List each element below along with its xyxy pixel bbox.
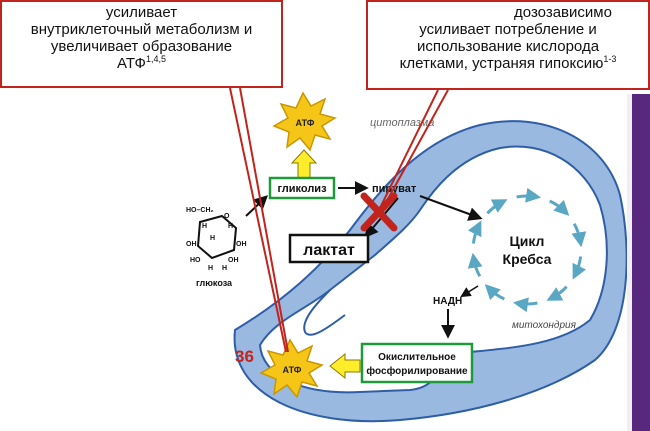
glucose-h3: H — [210, 235, 215, 242]
atp-label-bottom: АТФ — [283, 365, 302, 375]
callout-left-atp: АТФ — [117, 55, 146, 72]
callout-pointers — [229, 87, 449, 353]
glucose-oh1: OH — [186, 241, 197, 248]
callout-right: дозозависимо усиливает потребление и исп… — [366, 0, 650, 90]
glucose-ho: HO — [190, 257, 201, 264]
callout-right-line-1: дозозависимо — [514, 4, 612, 21]
cytoplasm-label: цитоплазма — [370, 117, 434, 129]
glucose-h4: H — [208, 265, 213, 272]
callout-right-line-2: усиливает потребление и — [419, 21, 597, 38]
glucose-ring — [196, 214, 238, 260]
glucose-h5: H — [222, 265, 227, 272]
glucose-molecule: HO–CH₂ O H H OH OH H HO OH H H — [186, 207, 247, 272]
right-callout-pointer-b — [382, 89, 449, 209]
krebs-arrow-segment — [467, 252, 483, 278]
krebs-arrow-segment — [571, 222, 587, 248]
callout-right-line-3: использование кислорода — [416, 38, 600, 55]
callout-left-line-1: усиливает — [105, 4, 178, 21]
glucose-oh2: OH — [236, 241, 247, 248]
glucose-ho-ch2: HO–CH₂ — [186, 207, 214, 214]
lactate-box — [288, 233, 370, 264]
decorative-light-strip — [627, 94, 632, 431]
decorative-purple-panel — [627, 94, 650, 431]
glucose-label: глюкоза — [196, 278, 233, 288]
krebs-arrow-segment — [549, 199, 570, 216]
atp-label-top: АТФ — [296, 118, 315, 128]
lactate-label: лактат — [303, 242, 355, 259]
callout-left-line-4: АТФ1,4,5 — [2, 54, 281, 73]
mitochondria-label: митохондрия — [512, 320, 577, 331]
oxphos-label-line1: Окислительное — [378, 352, 456, 363]
left-callout-pointer-a — [229, 87, 287, 353]
krebs-arrow-segment — [486, 199, 508, 215]
oxphos-box — [360, 342, 474, 384]
glucose-o: O — [224, 213, 230, 220]
red-cross — [360, 192, 398, 232]
krebs-to-nadh-arrow — [460, 285, 479, 298]
glucose-oh3: OH — [228, 257, 239, 264]
krebs-arrow-segment — [516, 187, 542, 203]
mitochondrion-crista — [303, 289, 346, 336]
callout-left-refs: 1,4,5 — [145, 54, 166, 64]
right-callout-pointer-a — [379, 89, 439, 209]
yellow-left-arrow — [329, 352, 361, 380]
nadh-label: НАДН — [433, 296, 462, 307]
callout-left: усиливает внутриклеточный метаболизм и у… — [0, 0, 283, 88]
callout-left-line-3: увеличивает образование — [50, 38, 233, 55]
krebs-cycle-arrows — [467, 187, 587, 313]
glucose-h2: H — [228, 223, 233, 230]
atp-star-bottom — [259, 338, 324, 399]
krebs-label-line1: Цикл — [510, 233, 545, 249]
left-callout-pointer-b — [239, 87, 289, 353]
krebs-label-line2: Кребса — [503, 251, 552, 267]
krebs-arrow-segment — [546, 285, 568, 301]
glycolysis-box — [268, 176, 336, 200]
krebs-arrow-segment — [572, 256, 587, 280]
glucose-h1: H — [202, 223, 207, 230]
mitochondrion-matrix — [258, 145, 608, 394]
callout-left-line-2: внутриклеточный метаболизм и — [30, 21, 253, 38]
pyruvate-to-krebs-arrow — [419, 195, 483, 221]
krebs-arrow-segment — [467, 220, 482, 244]
krebs-arrow-segment — [484, 284, 505, 301]
glycolysis-label: гликолиз — [277, 183, 327, 195]
yellow-up-arrow — [290, 149, 318, 179]
callout-right-text: клетками, устраняя гипоксию — [399, 55, 604, 72]
oxphos-label-line2: фосфорилирование — [366, 365, 468, 377]
krebs-arrow-segment — [512, 297, 538, 313]
callout-right-line-4: клетками, устраняя гипоксию1-3 — [368, 54, 648, 73]
atp-star-top — [272, 91, 337, 152]
callout-right-refs: 1-3 — [603, 54, 617, 64]
atp-count: 36 — [235, 347, 254, 366]
